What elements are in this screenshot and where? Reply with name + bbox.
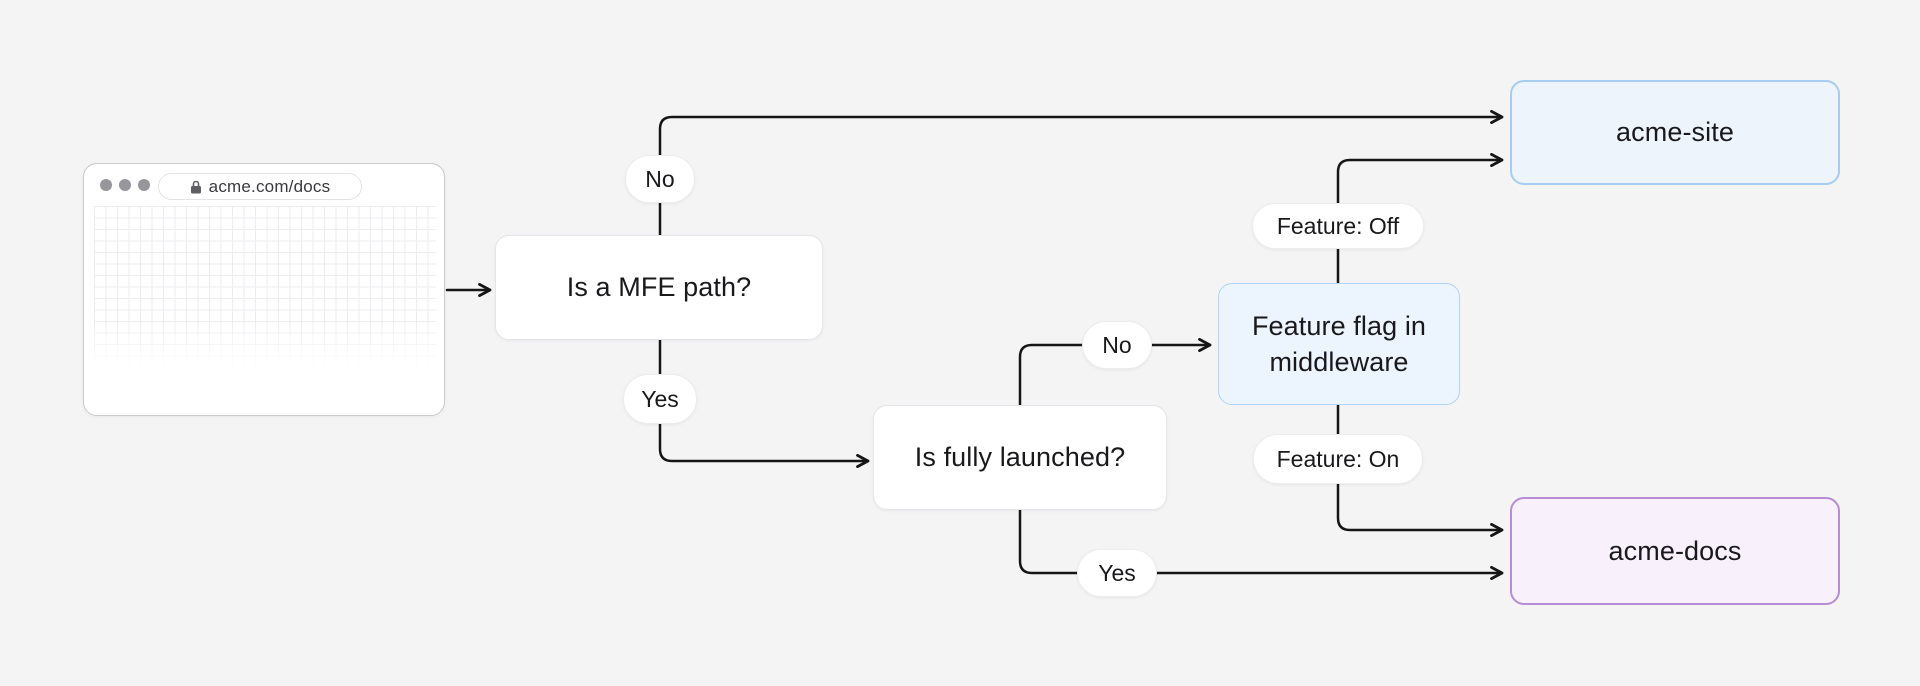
edge-mfe-no-to-acme-site: [658, 110, 1504, 237]
node-label: Is fully launched?: [914, 442, 1126, 473]
edge-label-yes: Yes: [1077, 549, 1157, 597]
browser-content-grid: [94, 206, 436, 368]
window-control-dot: [100, 179, 112, 191]
node-label: acme-site: [1616, 117, 1734, 148]
edge-launched-yes-to-acme-docs: [1018, 508, 1504, 580]
edge-mfe-yes-to-launched: [658, 338, 870, 468]
address-bar-url: acme.com/docs: [208, 176, 331, 196]
edge-label-text: Feature: On: [1276, 445, 1400, 472]
edge-flag-off-to-acme-site: [1336, 153, 1504, 285]
edge-label-text: No: [645, 165, 675, 192]
edge-label-no: No: [625, 155, 695, 203]
grid-fade-overlay: [94, 320, 436, 368]
node-is-mfe-path: Is a MFE path?: [495, 235, 823, 340]
node-feature-flag-middleware: Feature flag in middleware: [1218, 283, 1460, 405]
edge-label-text: No: [1102, 331, 1132, 358]
node-is-fully-launched: Is fully launched?: [873, 405, 1167, 510]
node-label: Feature flag in middleware: [1251, 310, 1427, 377]
address-bar: acme.com/docs: [158, 173, 362, 200]
lock-icon: [190, 180, 202, 194]
node-label: acme-docs: [1608, 535, 1742, 566]
edge-label-feature-off: Feature: Off: [1252, 203, 1424, 249]
node-label: Is a MFE path?: [566, 272, 752, 303]
window-control-dot: [119, 179, 131, 191]
edge-label-yes: Yes: [623, 374, 697, 424]
browser-titlebar: acme.com/docs: [84, 164, 444, 206]
browser-window: acme.com/docs: [83, 163, 445, 416]
node-acme-docs: acme-docs: [1510, 497, 1840, 605]
edge-label-feature-on: Feature: On: [1253, 434, 1423, 484]
edge-flag-on-to-acme-docs: [1336, 403, 1504, 537]
window-control-dot: [138, 179, 150, 191]
node-acme-site: acme-site: [1510, 80, 1840, 185]
edge-label-text: Yes: [1098, 559, 1136, 586]
edge-label-text: Feature: Off: [1276, 212, 1400, 239]
edge-label-no: No: [1082, 321, 1152, 369]
edge-launched-no-to-flag: [1018, 338, 1212, 407]
edge-label-text: Yes: [641, 385, 679, 412]
